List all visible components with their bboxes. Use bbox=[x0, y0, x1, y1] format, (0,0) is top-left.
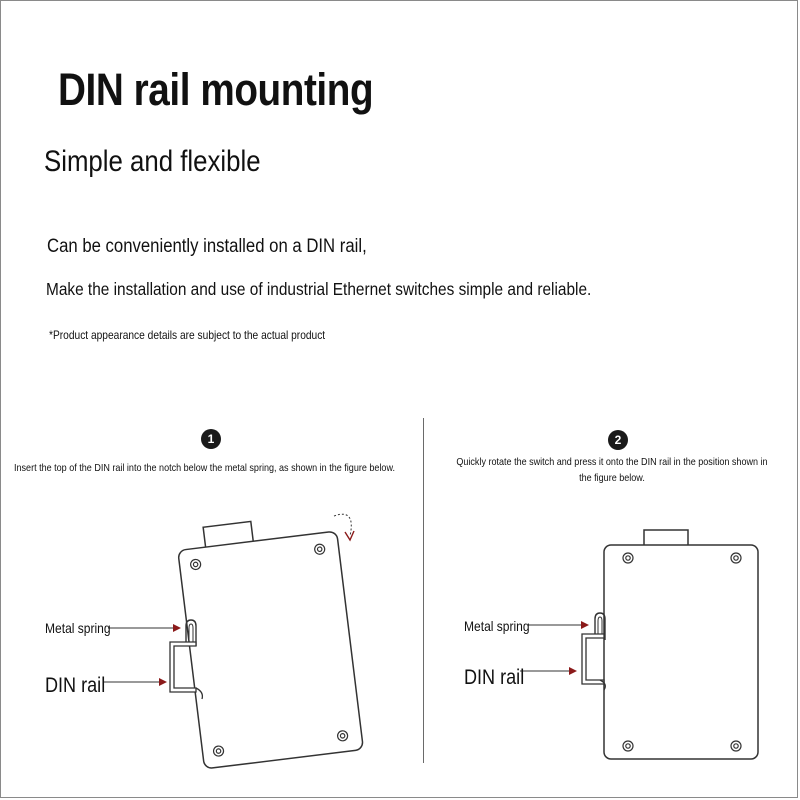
metal-spring-label: Metal spring bbox=[464, 618, 530, 634]
description-line-2: Make the installation and use of industr… bbox=[46, 279, 592, 299]
din-rail-icon bbox=[581, 633, 605, 685]
din-rail-label: DIN rail bbox=[464, 666, 525, 689]
step-1-badge: 1 bbox=[201, 429, 221, 449]
section-divider bbox=[423, 418, 424, 763]
metal-spring-icon bbox=[594, 612, 606, 640]
metal-spring-label: Metal spring bbox=[45, 620, 111, 636]
page-subtitle: Simple and flexible bbox=[44, 145, 261, 178]
description-line-1: Can be conveniently installed on a DIN r… bbox=[47, 236, 367, 257]
page-title: DIN rail mounting bbox=[58, 64, 374, 115]
step-2-device bbox=[520, 529, 759, 760]
device-body bbox=[177, 531, 364, 769]
din-rail-label: DIN rail bbox=[45, 674, 106, 697]
step-1-device bbox=[104, 513, 364, 769]
screw-icon bbox=[190, 543, 349, 757]
screw-icon bbox=[622, 552, 742, 752]
step-2-instruction: Quickly rotate the switch and press it o… bbox=[456, 456, 768, 484]
metal-spring-icon bbox=[185, 619, 197, 646]
rotation-arrow-icon bbox=[333, 513, 352, 537]
din-rail-icon bbox=[169, 641, 197, 693]
disclaimer-note: *Product appearance details are subject … bbox=[49, 328, 326, 342]
step-1-instruction: Insert the top of the DIN rail into the … bbox=[14, 462, 395, 474]
step-2-badge: 2 bbox=[608, 430, 628, 450]
device-body bbox=[603, 544, 759, 760]
